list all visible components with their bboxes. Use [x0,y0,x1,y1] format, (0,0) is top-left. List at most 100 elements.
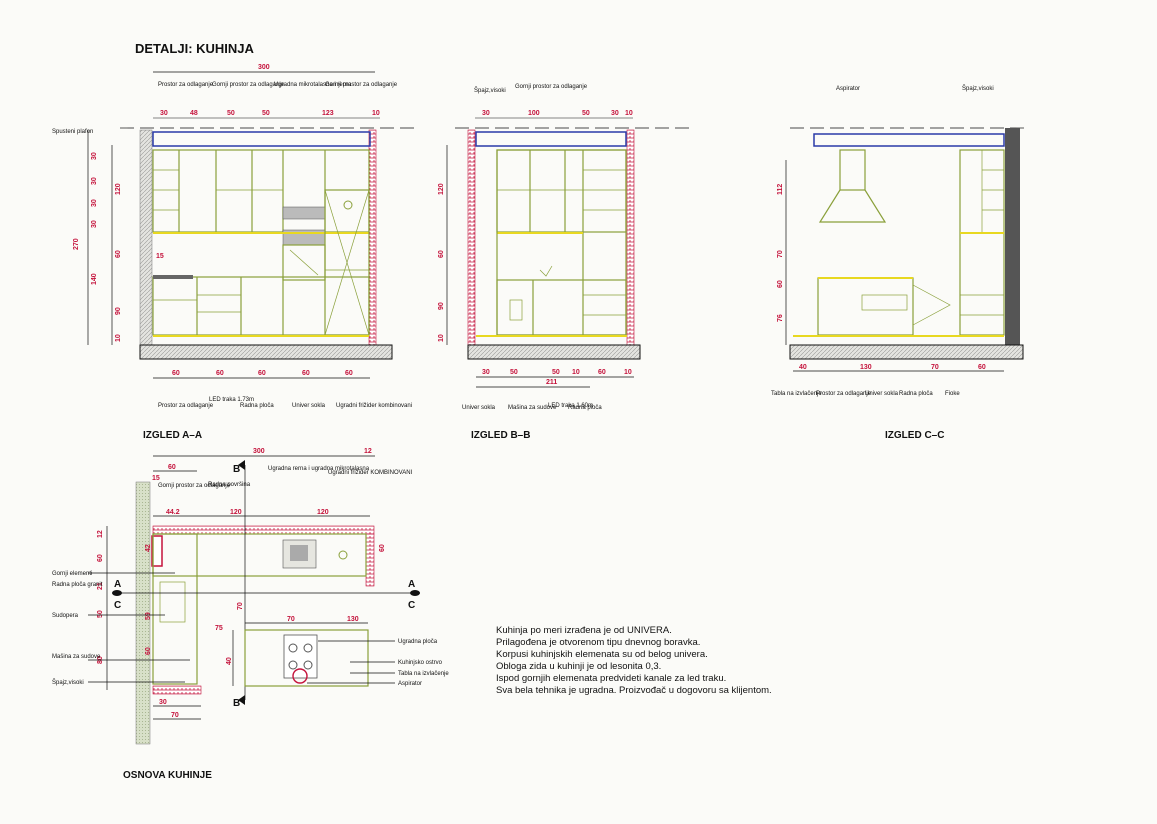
dim-a-bottom-2: 60 [216,370,224,377]
label-plan-top-2: Radna površina [208,482,251,488]
dim-a-top-6: 10 [372,110,380,117]
dim-plan-10: 42 [145,544,152,552]
elevation-b: Špajz,visoki Gornji prostor za odlaganje… [438,84,690,441]
dim-b-bottom-6: 10 [624,369,632,376]
label-c-bottom-1: Tabla na izvlačenje [771,391,822,397]
label-plan-right-2: Kuhinjsko ostrvo [398,660,443,666]
caption-c: IZGLED C–C [885,430,944,441]
notes-block: Kuhinja po meri izrađena je od UNIVERA. … [496,625,772,696]
label-plan-left-5: Špajz,visoki [52,679,84,686]
caption-b: IZGLED B–B [471,430,530,441]
label-c-bottom-3: Univer sokla [865,391,899,397]
label-b-bottom-1: Univer sokla [462,405,496,411]
dim-plan-8: 12 [97,530,104,538]
dim-a-left-7: 60 [115,250,122,258]
dim-plan-13: 59 [145,612,152,620]
dim-a-left-10: 90 [115,307,122,315]
dim-plan-9: 60 [97,554,104,562]
note-line-2: Prilagođena je otvorenom tipu dnevnog bo… [496,637,700,648]
dim-a-left-1: 30 [91,152,98,160]
dim-plan-21: 40 [226,657,233,665]
dim-b-left-2: 60 [438,250,445,258]
elevation-c: Aspirator Špajz,visoki 112 70 60 76 40 1… [771,85,1030,441]
dim-a-bottom-1: 60 [172,370,180,377]
section-marker-c-right: C [408,600,415,611]
section-marker-a-left: A [114,579,121,590]
note-line-3: Korpusi kuhinjskih elemenata su od belog… [496,649,708,660]
dim-plan-17: 70 [237,602,244,610]
dim-b-top-3: 50 [582,110,590,117]
section-marker-b-bottom: B [233,698,240,709]
label-c-bottom-4: Radna ploča [899,391,933,397]
label-c-top-1: Aspirator [836,86,860,92]
label-a-top-3: Ugradna mikrotalasna i rerna [274,82,352,88]
label-plan-left-3: Sudopera [52,613,79,619]
dim-a-top-3: 50 [227,110,235,117]
label-c-top-2: Špajz,visoki [962,85,994,92]
label-b-bottom-4: Radna ploča [568,405,602,411]
label-b-bottom-2: Mašina za sudove [508,405,557,411]
dim-plan-16: 30 [159,699,167,706]
dim-plan-23: 60 [379,544,386,552]
dim-a-top-4: 50 [262,110,270,117]
note-line-5: Ispod gornjih elemenata predvideti kanal… [496,673,726,684]
dim-plan-4: 15 [152,475,160,482]
dim-a-bottom-4: 60 [302,370,310,377]
dim-a-top-5: 123 [322,110,334,117]
dim-a-bottom-3: 60 [258,370,266,377]
label-a-bottom-5: Ugradni frižider kombinovani [336,403,412,409]
label-b-top-1: Špajz,visoki [474,87,506,94]
dim-b-bottom-7: 211 [546,379,557,386]
label-plan-top-3: Ugradna rerna i ugradna mikrotalasna [268,466,370,472]
dim-plan-12: 50 [97,610,104,618]
dim-plan-6: 120 [230,509,242,516]
dim-a-left-5: 120 [115,183,122,195]
dim-c-left-3: 60 [777,280,784,288]
label-c-bottom-5: Fioke [945,391,960,397]
dim-a-top-1: 30 [160,110,168,117]
dim-plan-1: 300 [253,448,265,455]
dim-c-bottom-3: 70 [931,364,939,371]
dim-plan-14: 60 [145,647,152,655]
section-marker-b-top: B [233,464,240,475]
dim-plan-3: 60 [168,464,176,471]
label-a-top-4: Gornji prostor za odlaganje [325,82,398,88]
dim-b-top-4: 30 [611,110,619,117]
label-a-top-1: Prostor za odlaganje [158,82,214,88]
label-plan-right-4: Aspirator [398,681,422,687]
caption-a: IZGLED A–A [143,430,202,441]
dim-c-left-4: 76 [777,314,784,322]
dim-a-total: 300 [258,64,270,71]
label-a-bottom-2: LED traka 1.73m [209,397,254,403]
dim-b-bottom-2: 50 [510,369,518,376]
label-plan-left-2: Radna ploča granit [52,582,103,588]
dim-plan-5: 44.2 [166,509,180,516]
label-a-side: Spusteni plafon [52,129,93,135]
dim-a-left-4: 30 [91,220,98,228]
floor-plan: 300 12 60 15 44.2 120 120 Gornji prostor… [52,448,449,781]
label-a-bottom-1: Prostor za odlaganje [158,403,214,409]
dim-plan-17b: 70 [171,712,179,719]
dim-a-left-2: 30 [91,177,98,185]
dim-c-left-2: 70 [777,250,784,258]
note-line-1: Kuhinja po meri izrađena je od UNIVERA. [496,625,672,636]
dim-a-left-8: 15 [156,253,164,260]
dim-b-bottom-3: 50 [552,369,560,376]
dim-plan-2: 12 [364,448,372,455]
label-plan-left-1: Gornji elementi [52,571,92,577]
dim-c-bottom-4: 60 [978,364,986,371]
dim-a-bottom-5: 60 [345,370,353,377]
dim-b-left-3: 90 [438,302,445,310]
dim-a-top-2: 48 [190,110,198,117]
label-b-bottom-3: LED traka 1.60m [548,403,593,409]
dim-c-bottom-1: 40 [799,364,807,371]
label-plan-left-4: Mašina za sudove [52,654,101,660]
note-line-4: Obloga zida u kuhinji je od lesonita 0,3… [496,661,661,672]
dim-c-bottom-2: 130 [860,364,872,371]
dim-b-top-5: 10 [625,110,633,117]
dim-a-left-3: 30 [91,199,98,207]
drawing-title: DETALJI: KUHINJA [135,41,255,56]
dim-b-left-1: 120 [438,183,445,195]
dim-plan-20: 130 [347,616,359,623]
